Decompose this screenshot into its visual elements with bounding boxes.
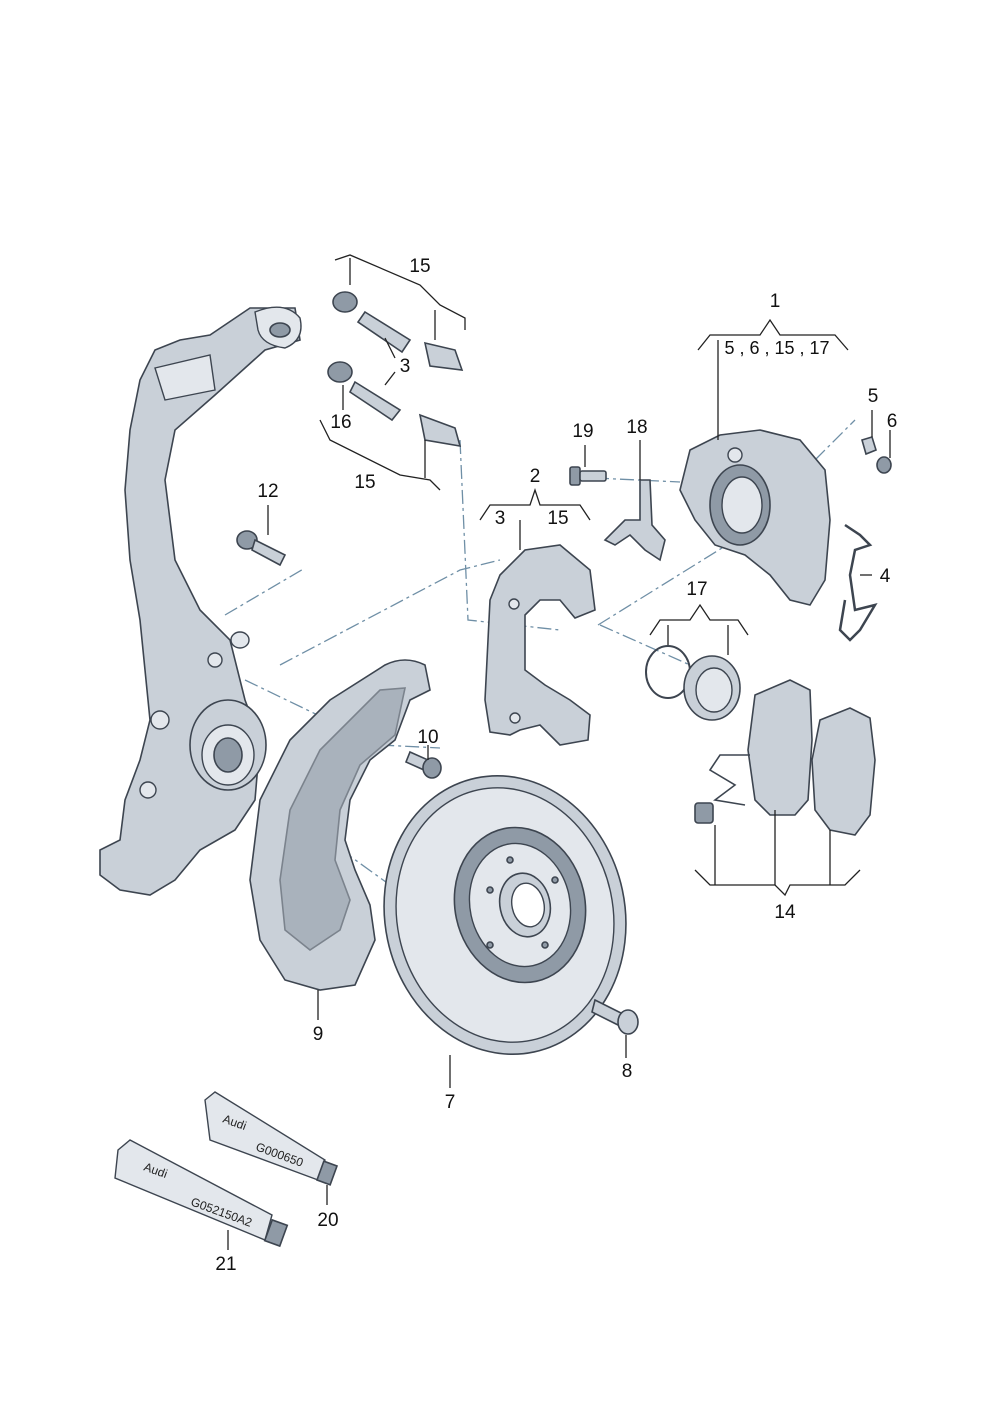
bleed-valve <box>861 436 892 474</box>
assembly-line <box>224 567 306 616</box>
bolt-19 <box>569 466 607 486</box>
brake-pad-set <box>694 679 876 836</box>
label-15-top: 15 <box>409 256 430 277</box>
label-7: 7 <box>445 1092 456 1113</box>
assembly-line <box>279 559 501 666</box>
label-9: 9 <box>313 1024 324 1045</box>
label-1-group: 5 , 6 , 15 , 17 <box>724 338 829 358</box>
callout-labels: 15 3 16 15 12 2 3 15 1 5 , 6 , 15 , 17 1… <box>215 256 897 1275</box>
label-2-right: 15 <box>547 508 568 529</box>
label-1: 1 <box>770 291 781 312</box>
piston-seal-kit <box>645 645 741 721</box>
label-12: 12 <box>257 481 278 502</box>
label-14: 14 <box>774 902 796 923</box>
caliper-carrier <box>484 544 596 746</box>
steering-knuckle <box>99 306 302 896</box>
assembly-line <box>594 477 681 483</box>
screw-8 <box>591 998 639 1035</box>
guide-pin-set <box>327 291 464 448</box>
caliper-housing <box>679 429 831 606</box>
bolt-12 <box>236 530 287 567</box>
label-2-left: 3 <box>495 508 506 529</box>
label-3: 3 <box>400 356 411 377</box>
label-17: 17 <box>686 579 707 600</box>
label-16: 16 <box>330 412 351 433</box>
label-18: 18 <box>626 417 647 438</box>
label-5: 5 <box>868 386 879 407</box>
label-20: 20 <box>317 1210 338 1231</box>
label-6: 6 <box>887 411 898 432</box>
grease-tube-upper: G000650 Audi <box>204 1091 339 1186</box>
assembly-line <box>459 439 561 631</box>
assembly-line <box>814 419 856 461</box>
retaining-spring <box>603 479 666 562</box>
label-15-mid: 15 <box>354 472 375 493</box>
bolt-10 <box>404 750 442 779</box>
assembly-line <box>599 624 691 666</box>
label-2: 2 <box>530 466 541 487</box>
label-21: 21 <box>215 1254 236 1275</box>
anti-rattle-spring <box>838 523 878 642</box>
label-10: 10 <box>417 727 438 748</box>
dust-shield <box>249 659 431 991</box>
leader-lines <box>227 254 891 1250</box>
brake-disc <box>383 775 627 1055</box>
label-8: 8 <box>622 1061 633 1082</box>
label-4: 4 <box>880 566 891 587</box>
label-19: 19 <box>572 421 593 442</box>
